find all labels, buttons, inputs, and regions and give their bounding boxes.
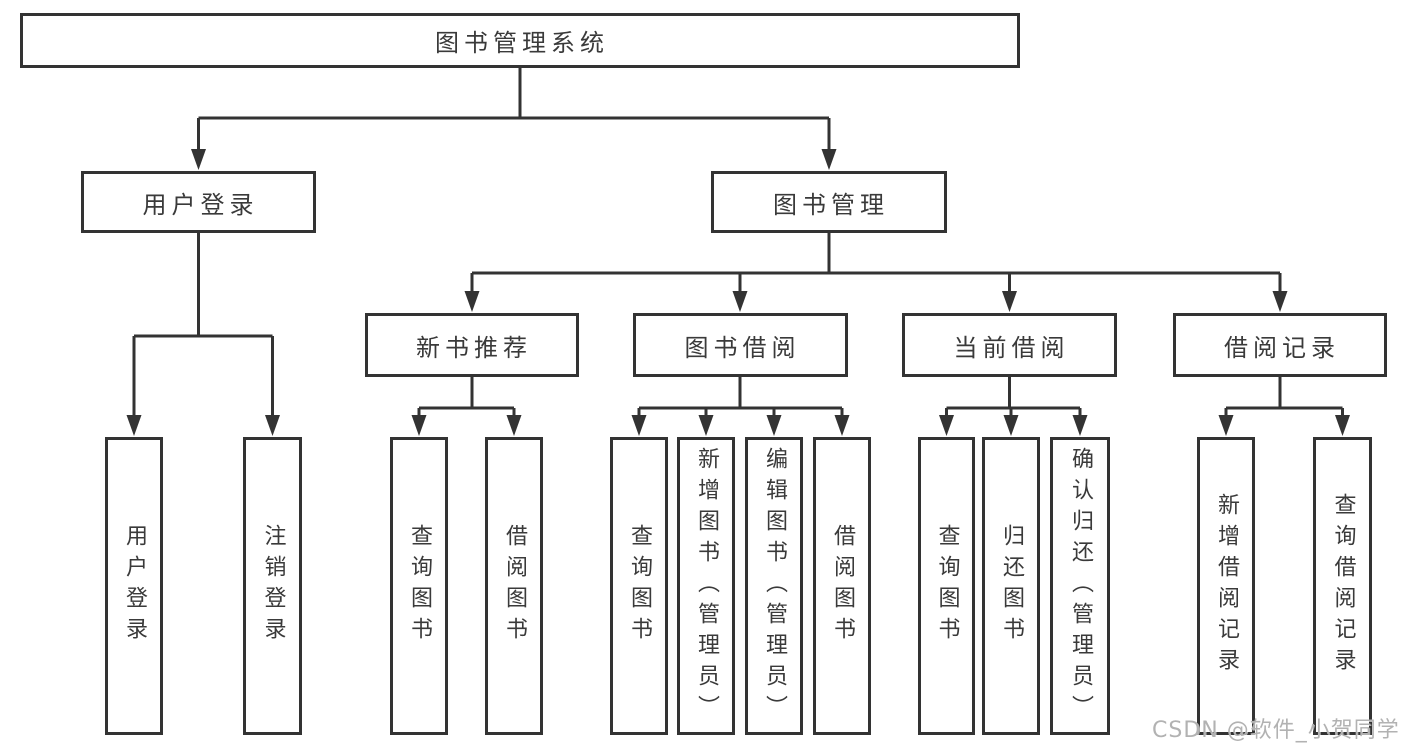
- node-book-borrowing: 图书借阅: [633, 313, 848, 377]
- node-label: 图书借阅: [684, 333, 801, 362]
- node-label: 当前借阅: [953, 333, 1070, 362]
- node-book-management-branch: 图书管理: [711, 171, 947, 233]
- node-label: 归还图书: [999, 524, 1024, 648]
- node-label: 查询图书: [627, 524, 652, 648]
- node-query-borrow-record: 查询借阅记录: [1313, 437, 1372, 735]
- node-add-books-admin: 新增图书（管理员）: [677, 437, 735, 735]
- node-label: 查询图书: [407, 524, 432, 648]
- node-label: 新增借阅记录: [1214, 493, 1239, 679]
- node-label: 图书管理: [773, 190, 889, 219]
- node-label: 借阅记录: [1224, 333, 1340, 362]
- node-edit-books-admin: 编辑图书（管理员）: [745, 437, 803, 735]
- csdn-watermark: CSDN @软件_小贺同学: [1152, 718, 1400, 743]
- node-label: 查询图书: [934, 524, 960, 648]
- node-current-borrowing: 当前借阅: [902, 313, 1117, 377]
- node-label: 编辑图书（管理员）: [762, 446, 787, 726]
- node-query-books-current: 查询图书: [918, 437, 975, 735]
- node-return-books: 归还图书: [982, 437, 1040, 735]
- node-borrow-books-recommend: 借阅图书: [485, 437, 543, 735]
- node-confirm-return-admin: 确认归还（管理员）: [1050, 437, 1110, 735]
- node-label: 图书管理系统: [435, 29, 609, 57]
- node-user-login-leaf: 用户登录: [105, 437, 163, 735]
- node-borrowing-records: 借阅记录: [1173, 313, 1387, 377]
- node-label: 用户登录: [142, 190, 259, 219]
- node-query-books-borrowing: 查询图书: [610, 437, 668, 735]
- node-label: 确认归还（管理员）: [1068, 446, 1093, 726]
- node-borrow-books-borrowing: 借阅图书: [813, 437, 871, 735]
- node-label: 新增图书（管理员）: [694, 446, 719, 726]
- node-user-login-branch: 用户登录: [81, 171, 316, 233]
- node-new-book-recommendation: 新书推荐: [365, 313, 579, 377]
- node-label: 用户登录: [122, 524, 147, 648]
- node-library-management-system: 图书管理系统: [20, 13, 1020, 68]
- node-add-borrow-record: 新增借阅记录: [1197, 437, 1255, 735]
- node-query-books-recommend: 查询图书: [390, 437, 448, 735]
- node-label: 借阅图书: [502, 524, 527, 648]
- node-label: 借阅图书: [830, 524, 855, 648]
- node-label: 新书推荐: [416, 333, 532, 362]
- node-logout-leaf: 注销登录: [243, 437, 302, 735]
- node-label: 注销登录: [260, 524, 286, 648]
- node-label: 查询借阅记录: [1330, 493, 1356, 679]
